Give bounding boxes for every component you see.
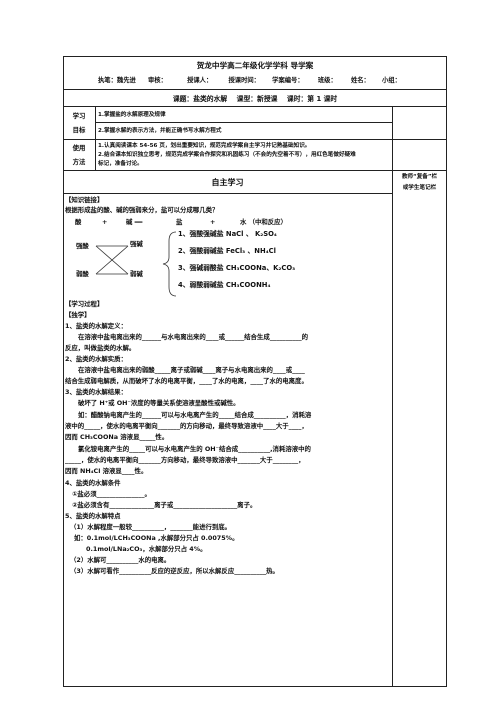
- s5-line-5: （3）水解可看作__________反应的逆反应，所以水解反应_________…: [70, 567, 279, 575]
- objectives-label-2: 目标: [72, 126, 86, 134]
- meta-group: 小组：: [382, 77, 401, 84]
- equation-acid: 酸: [75, 218, 82, 226]
- side-note-1: 教师“复备”栏: [401, 174, 438, 180]
- rule-side-column: [392, 106, 393, 687]
- rule-topic: [63, 106, 447, 107]
- equation-plus-2: +: [210, 218, 216, 226]
- objectives-label-1: 学习: [72, 112, 86, 120]
- page-title: 贺龙中学高二年级化学学科 导学案: [196, 61, 314, 70]
- method-line-3: 标记，准备讨论。: [98, 161, 143, 167]
- equation-base: 碱 ══: [126, 218, 143, 226]
- s2-line-2: 结合生成弱电解质，从而破坏了水的电离平衡，____了水的电离，____了水的电离…: [65, 377, 308, 385]
- meta-class: 班级：: [317, 77, 337, 84]
- s2-line-1: 在溶液中盐电离出来的弱酸_____离子或弱碱____离子与水电离出来的____或…: [78, 366, 305, 374]
- category-1: 1、强酸强碱盐 NaCl 、 K₂SO₄: [178, 230, 277, 238]
- meta-number: 学案编号：: [272, 77, 304, 84]
- rule-self-study: [63, 193, 392, 194]
- rule-header: [63, 89, 447, 90]
- knowledge-link-question: 根据形成盐的酸、碱的强弱来分，盐可以分成哪几类？: [65, 206, 219, 214]
- meta-time: 授课时间：: [228, 77, 260, 84]
- method-label-1: 使用: [72, 144, 86, 152]
- objective-item-1: 1.掌握盐的水解原理及规律: [98, 112, 166, 118]
- lesson-topic: 课题：盐类的水解 课型：新授课 课时：第 1 课时: [172, 95, 338, 103]
- s5-title: 5、盐类的水解特点: [65, 512, 121, 520]
- s3-line-5: 氯化铵电离产生的_____可以与水电离产生的 OH⁻结合成__________,…: [78, 445, 311, 453]
- s3-line-1: 破坏了 H⁺或 OH⁻浓度的等量关系使溶液呈酸性或碱性。: [78, 399, 240, 407]
- s4-line-2: ②盐必须含有______________离子或_________________…: [72, 501, 257, 509]
- meta-teacher: 授课人：: [187, 77, 213, 84]
- s3-line-3: 液中的_____，使水的电离平衡向_______的方向移动，最终导致溶液中___…: [65, 422, 308, 430]
- s5-line-3: 0.1mol/LNa₂CO₃，水解部分只占 4%。: [86, 545, 207, 553]
- s3-line-6: _____，使水的电离平衡向_______方向移动，最终导致溶液中_______…: [65, 456, 305, 464]
- s3-line-4: 因而 CH₃COONa 溶液显_____性。: [65, 433, 169, 441]
- method-line-1: 1.认真阅读课本 54-56 页，划出重要知识，规范完成学案自主学习并记熟基础知…: [98, 143, 311, 149]
- s1-line-2: 反应，叫做盐类的水解。: [65, 344, 136, 352]
- equation-water: 水 （中和反应）: [240, 218, 287, 226]
- s4-line-1: ①盐必须_______________。: [72, 490, 151, 498]
- s1-title: 1、盐类的水解定义：: [65, 322, 127, 330]
- s2-title: 2、盐类的水解实质：: [65, 355, 127, 363]
- label-weak-acid: 弱酸: [76, 270, 89, 278]
- label-strong-base: 强碱: [130, 240, 143, 248]
- knowledge-link-heading: 【知识链接】: [65, 196, 104, 204]
- category-brace: [162, 231, 177, 297]
- meta-reviewer: 审核：: [147, 77, 167, 84]
- s4-title: 4、盐类的水解条件: [65, 479, 121, 487]
- self-study-heading: 自主学习: [211, 178, 244, 187]
- label-strong-acid: 强酸: [76, 242, 89, 250]
- s5-line-4: （2）水解可__________水的电离。: [70, 556, 171, 564]
- worksheet-table: [63, 56, 447, 687]
- meta-name: 姓名：: [350, 77, 370, 84]
- s3-title: 3、盐类的水解结果：: [65, 388, 127, 396]
- equation-plus-1: +: [102, 218, 108, 226]
- side-note-2: 或学生笔记栏: [402, 185, 437, 191]
- category-4: 4、弱酸弱碱盐 CH₃COONH₄: [178, 281, 271, 289]
- category-2: 2、强酸弱碱盐 FeCl₃ 、NH₄Cl: [178, 247, 276, 255]
- rule-objectives: [63, 139, 447, 140]
- meta-author: 执笔：魏先进: [98, 77, 136, 84]
- self-study-tag: 【独学】: [65, 311, 91, 319]
- meta-row: 执笔：魏先进 审核： 授课人： 授课时间： 学案编号： 班级： 姓名： 小组：: [98, 77, 401, 85]
- process-heading: 【学习过程】: [65, 300, 104, 308]
- method-label-2: 方法: [72, 158, 86, 166]
- equation-salt: 盐: [176, 218, 183, 226]
- rule-label-column: [95, 106, 96, 170]
- s3-line-2: 如：醋酸钠电离产生的______可以与水电离产生的_____结合成_______…: [78, 411, 312, 419]
- s1-line-1: 在溶液中盐电离出来的______与水电离出来的____或______结合生成__…: [78, 333, 309, 341]
- objective-item-2: 2.掌握水解的表示方法，并能正确书写水解方程式: [98, 128, 222, 134]
- category-3: 3、强碱弱酸盐 CH₃COONa、K₂CO₃: [178, 264, 296, 272]
- s3-line-7: 因而 NH₄Cl 溶液显____性。: [65, 467, 148, 475]
- pairing-cross-lines: [95, 245, 129, 275]
- rule-objectives-mid: [95, 122, 392, 123]
- s5-line-2: 如：0.1mol/LCH₃COONa ,水解部分只占 0.0075%。: [74, 534, 239, 542]
- s5-line-1: （1）水解程度一般较__________，_______能进行到底。: [70, 523, 232, 531]
- method-line-2: 2.结合课本知识独立思考，规范完成学案合作探究和巩固练习（不会的先空着不写），用…: [98, 152, 356, 158]
- rule-method: [63, 170, 447, 171]
- label-weak-base: 弱碱: [130, 270, 143, 278]
